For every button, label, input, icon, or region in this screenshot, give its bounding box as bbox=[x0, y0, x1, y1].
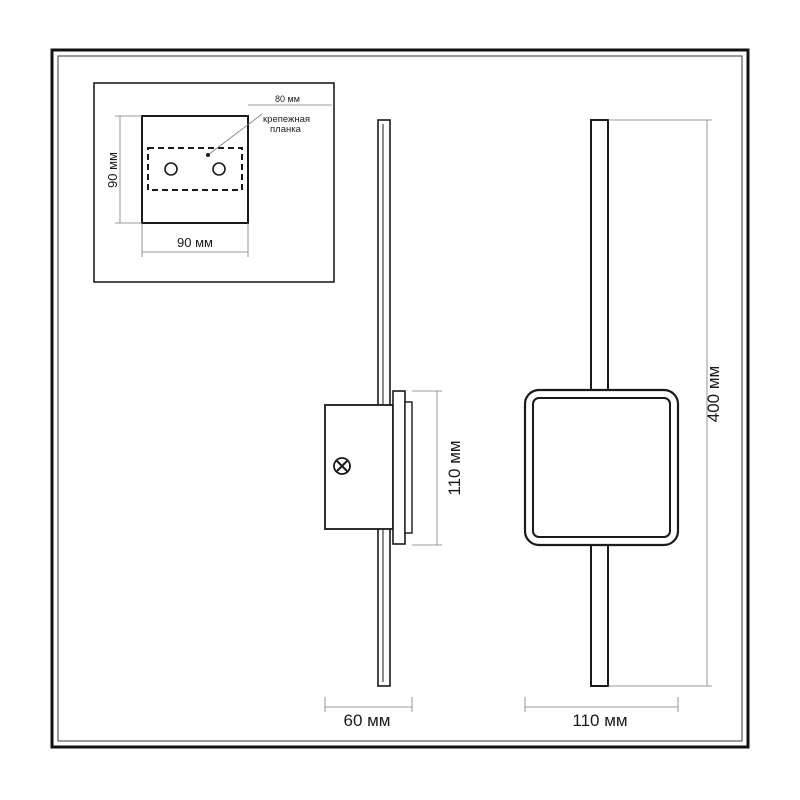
inset-height-label: 90 мм bbox=[105, 152, 120, 188]
front-square-inner bbox=[532, 397, 671, 538]
plate-name-line1: крепежная bbox=[263, 114, 310, 125]
front-bar-bottom bbox=[590, 543, 609, 687]
mounting-plate-outline bbox=[147, 147, 243, 191]
plate-name-line2: планка bbox=[270, 124, 302, 135]
side-depth-label: 60 мм bbox=[343, 711, 390, 730]
inset-width-label: 90 мм bbox=[177, 235, 213, 250]
mount-hole-left bbox=[164, 162, 178, 176]
screw-icon bbox=[333, 457, 351, 475]
mount-hole-right bbox=[212, 162, 226, 176]
front-view: 400 мм 110 мм bbox=[523, 119, 723, 730]
plate-leader-dot bbox=[206, 153, 210, 157]
plate-width-label: 80 мм bbox=[275, 94, 300, 104]
inset-border bbox=[93, 82, 335, 283]
side-height-label: 110 мм bbox=[445, 440, 464, 495]
front-height-label: 400 мм bbox=[704, 366, 723, 422]
outer-frame bbox=[50, 48, 750, 749]
front-width-label: 110 мм bbox=[572, 711, 627, 730]
front-bar-top bbox=[590, 119, 609, 393]
inset-detail: 80 мм крепежная планка 90 мм 90 мм bbox=[93, 82, 335, 283]
side-bar-outer bbox=[377, 119, 391, 687]
base-square bbox=[141, 115, 249, 224]
side-flange-inner bbox=[404, 401, 413, 534]
plate-leader-line bbox=[207, 113, 263, 156]
side-view: 110 мм 60 мм bbox=[324, 119, 464, 730]
inner-frame bbox=[57, 55, 743, 742]
side-flange-outer bbox=[392, 390, 406, 545]
